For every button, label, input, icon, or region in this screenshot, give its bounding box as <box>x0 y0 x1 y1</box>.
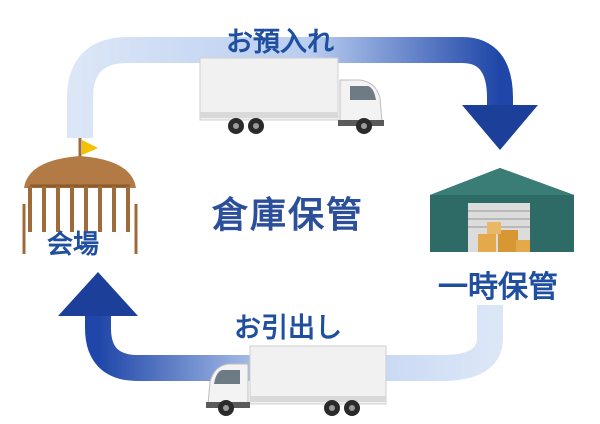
withdraw-flow-label: お引出し <box>234 313 342 344</box>
top-flow-arrow <box>67 37 538 150</box>
truck-icon <box>206 345 387 416</box>
deposit-flow-label: お預入れ <box>226 27 334 58</box>
warehouse-icon <box>430 168 574 252</box>
temporary-storage-label: 一時保管 <box>438 270 558 305</box>
tent-venue-icon <box>22 138 138 254</box>
truck-icon <box>199 57 384 134</box>
diagram-title: 倉庫保管 <box>212 195 365 236</box>
venue-label: 会場 <box>47 230 100 260</box>
